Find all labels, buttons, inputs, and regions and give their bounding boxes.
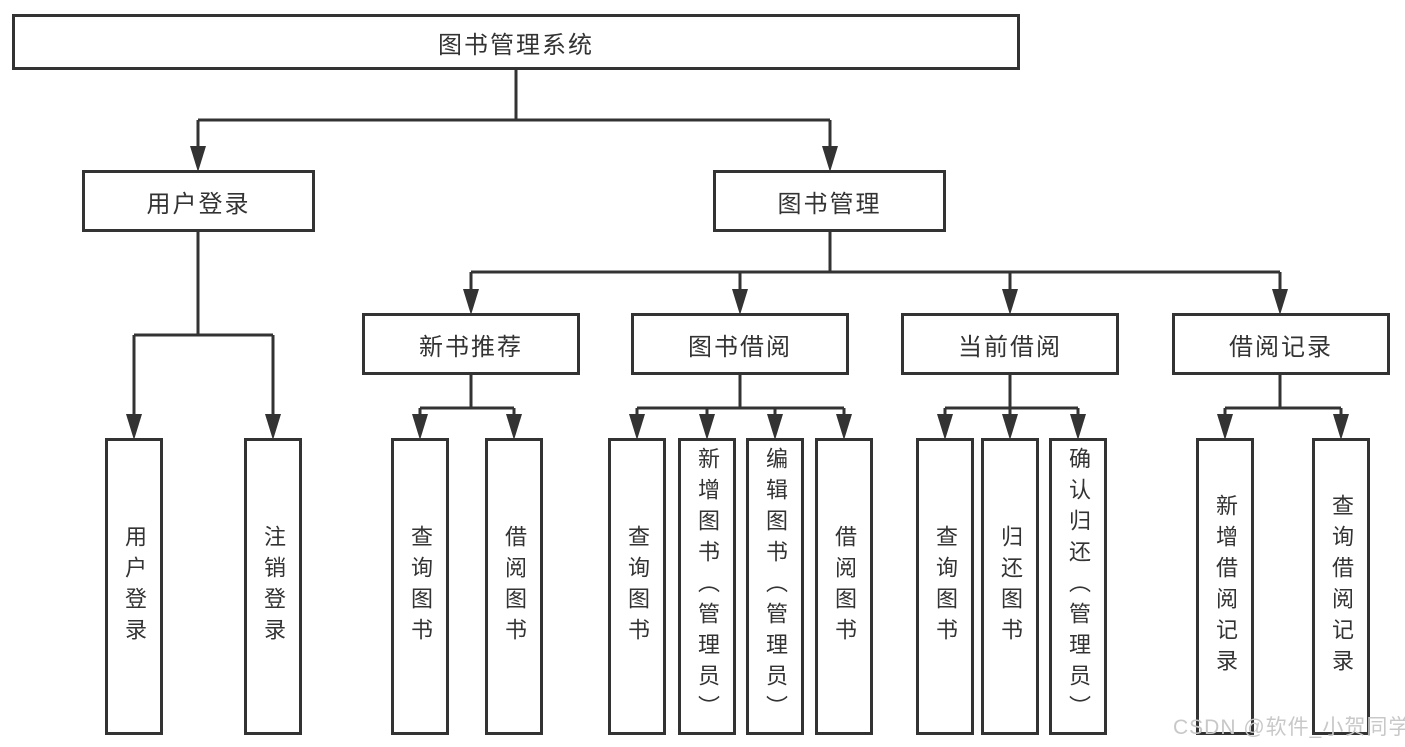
- node-book-borrowing: 图书借阅: [631, 313, 849, 375]
- node-label: 借阅记录: [1229, 333, 1333, 361]
- leaf-user-login: 用户登录: [105, 438, 163, 735]
- leaf-search-books: 查询图书: [391, 438, 449, 735]
- leaf-return-books: 归还图书: [981, 438, 1039, 735]
- leaf-label: 用户登录: [122, 524, 147, 649]
- node-label: 新书推荐: [419, 333, 523, 361]
- leaf-label: 编辑图书（管理员）: [763, 447, 788, 726]
- leaf-search-books: 查询图书: [608, 438, 666, 735]
- leaf-label: 借阅图书: [832, 524, 857, 649]
- leaf-logout: 注销登录: [244, 438, 302, 735]
- arrowhead-icons: [126, 146, 1349, 440]
- csdn-watermark: CSDN @软件_小贺同学: [1173, 716, 1405, 739]
- node-current-borrowing: 当前借阅: [901, 313, 1119, 375]
- node-label: 图书管理: [777, 190, 882, 218]
- leaf-label: 新增图书（管理员）: [695, 447, 720, 726]
- leaf-label: 注销登录: [261, 524, 286, 649]
- node-label: 图书管理系统: [438, 31, 594, 59]
- leaf-confirm-return-admin: 确认归还（管理员）: [1049, 438, 1107, 735]
- leaf-borrow-books: 借阅图书: [485, 438, 543, 735]
- leaf-add-books-admin: 新增图书（管理员）: [678, 438, 736, 735]
- node-new-book-recommendation: 新书推荐: [362, 313, 580, 375]
- leaf-label: 查询图书: [625, 524, 650, 649]
- leaf-label: 查询图书: [933, 524, 958, 649]
- node-borrowing-records: 借阅记录: [1172, 313, 1390, 375]
- leaf-label: 查询借阅记录: [1329, 493, 1354, 680]
- leaf-label: 查询图书: [408, 524, 433, 649]
- node-user-login: 用户登录: [82, 170, 315, 232]
- node-label: 图书借阅: [688, 333, 792, 361]
- leaf-edit-books-admin: 编辑图书（管理员）: [746, 438, 804, 735]
- node-label: 用户登录: [146, 190, 251, 218]
- node-book-management: 图书管理: [713, 170, 946, 232]
- node-library-management-system: 图书管理系统: [12, 14, 1020, 70]
- node-label: 当前借阅: [958, 333, 1062, 361]
- leaf-add-borrow-record: 新增借阅记录: [1196, 438, 1254, 735]
- leaf-label: 确认归还（管理员）: [1066, 447, 1091, 726]
- leaf-search-borrow-record: 查询借阅记录: [1312, 438, 1370, 735]
- leaf-borrow-books: 借阅图书: [815, 438, 873, 735]
- leaf-search-books: 查询图书: [916, 438, 974, 735]
- leaf-label: 新增借阅记录: [1213, 493, 1238, 680]
- leaf-label: 借阅图书: [502, 524, 527, 649]
- leaf-label: 归还图书: [998, 524, 1023, 649]
